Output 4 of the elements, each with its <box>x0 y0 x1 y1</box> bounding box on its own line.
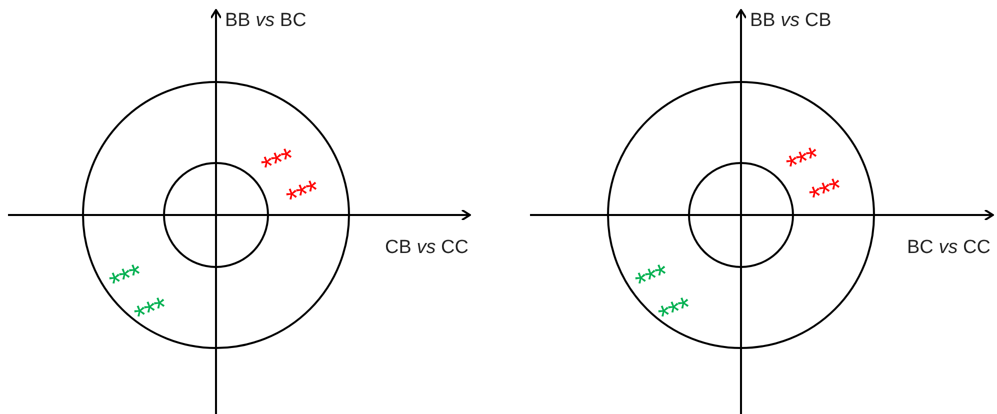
axis-label: BB vs CB <box>750 11 832 30</box>
axis-label: BC vs CC <box>907 238 990 257</box>
axis-label: BB vs BC <box>225 11 306 30</box>
axis-label: CB vs CC <box>385 238 468 257</box>
